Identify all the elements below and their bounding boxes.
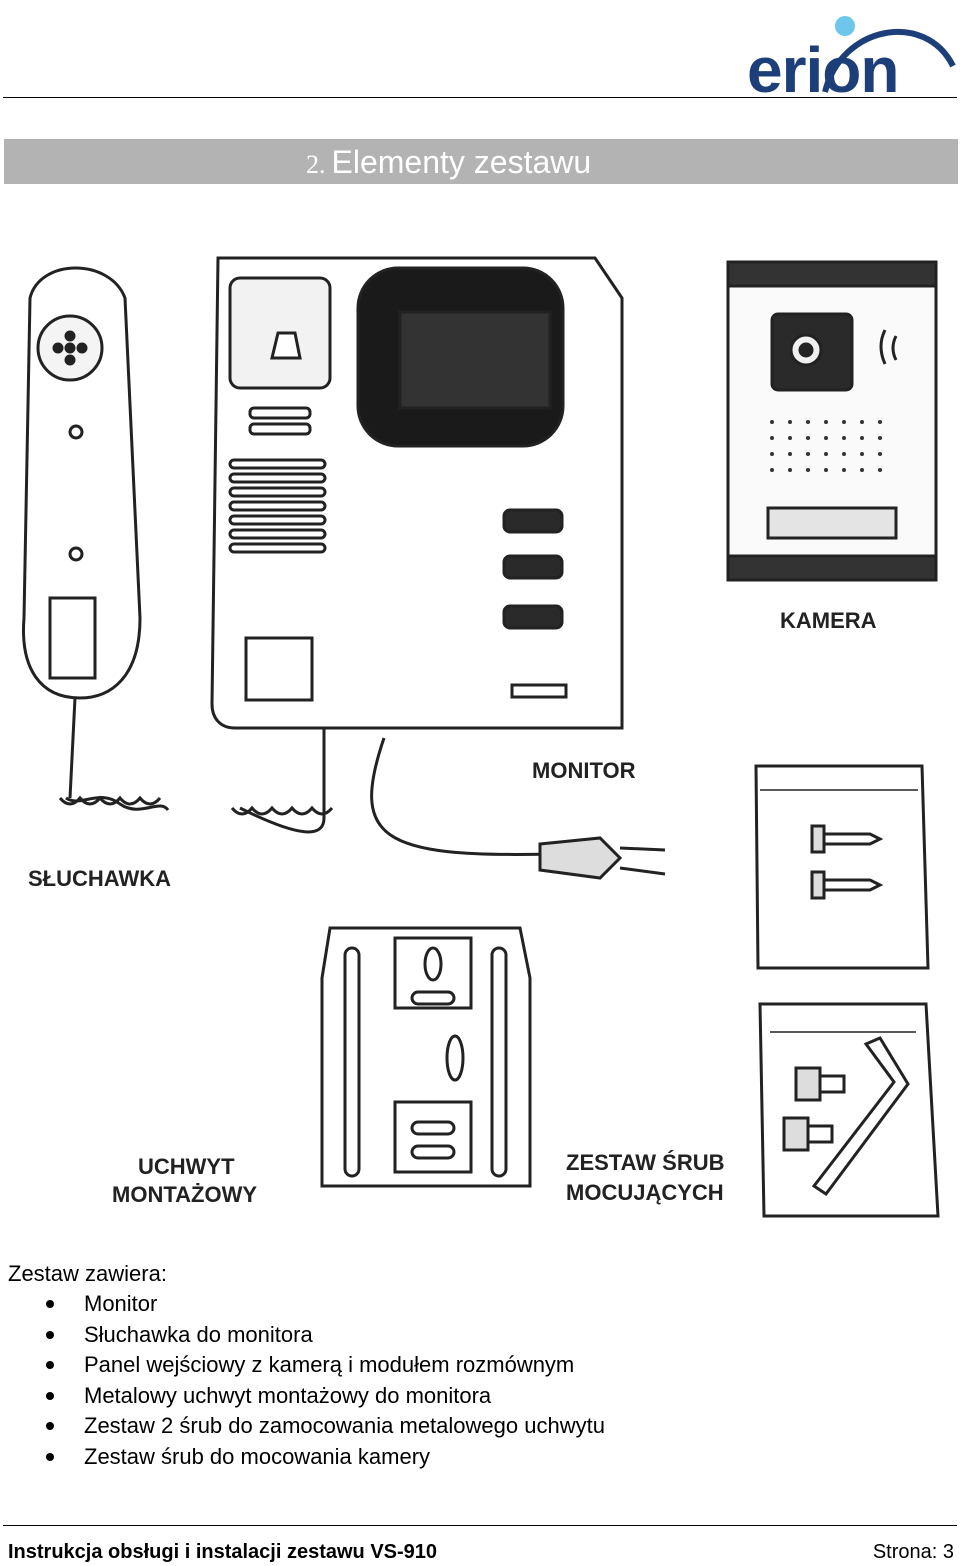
bullet-icon [46,1300,54,1308]
kit-contents-list: Monitor Słuchawka do monitora Panel wejś… [0,1290,605,1473]
erion-logo: erion [747,16,956,98]
section-title-bar [4,139,958,184]
bullet-icon [46,1330,54,1339]
camera-drawing [726,260,938,582]
list-item: Słuchawka do monitora [0,1321,605,1352]
list-item: Monitor [0,1290,605,1321]
label-monitor: MONITOR [532,758,636,783]
bullet-icon [46,1361,54,1369]
bullet-icon [46,1391,54,1400]
list-item: Panel wejściowy z kamerą i modułem rozmó… [0,1351,605,1382]
list-item-text: Metalowy uchwyt montażowy do monitora [84,1382,492,1408]
monitor-drawing [210,256,666,880]
mounting-bracket-drawing [320,926,532,1188]
list-item: Zestaw 2 śrub do zamocowania metalowego … [0,1412,605,1443]
list-item-text: Zestaw 2 śrub do zamocowania metalowego … [84,1413,605,1438]
section-heading: 2.Elementy zestawu [306,144,591,180]
footer-divider [3,1525,957,1526]
label-screws-line2: MOCUJĄCYCH [566,1180,724,1205]
footer-page-number: Strona: 3 [872,1541,954,1563]
label-bracket-line2: MONTAŻOWY [112,1182,257,1207]
list-item-text: Monitor [84,1291,158,1316]
list-item-text: Słuchawka do monitora [84,1321,313,1347]
camera-screw-bag-drawing [758,1002,940,1218]
list-item-text: Panel wejściowy z kamerą i modułem rozmó… [84,1352,575,1377]
label-handset: SŁUCHAWKA [28,866,171,891]
list-item: Zestaw śrub do mocowania kamery [0,1443,605,1474]
label-bracket-line1: UCHWYT [138,1154,235,1179]
screw-bag-drawing [754,764,930,970]
list-item: Metalowy uchwyt montażowy do monitora [0,1382,605,1413]
label-screws-line1: ZESTAW ŚRUB [566,1150,724,1175]
kit-contents-intro: Zestaw zawiera: [8,1261,167,1286]
logo-text: erion [747,34,898,98]
bullet-icon [46,1452,54,1461]
camera-speaker-holes [770,420,882,472]
section-number: 2. [306,150,326,179]
label-camera: KAMERA [780,608,877,633]
section-title: Elementy zestawu [331,144,592,180]
header-divider [3,97,957,98]
handset-drawing [21,266,170,812]
footer-manual-title: Instrukcja obsługi i instalacji zestawu … [8,1541,438,1563]
bullet-icon [46,1422,54,1430]
kit-illustration: SŁUCHAWKA MONITOR [21,256,940,1218]
list-item-text: Zestaw śrub do mocowania kamery [84,1443,431,1469]
